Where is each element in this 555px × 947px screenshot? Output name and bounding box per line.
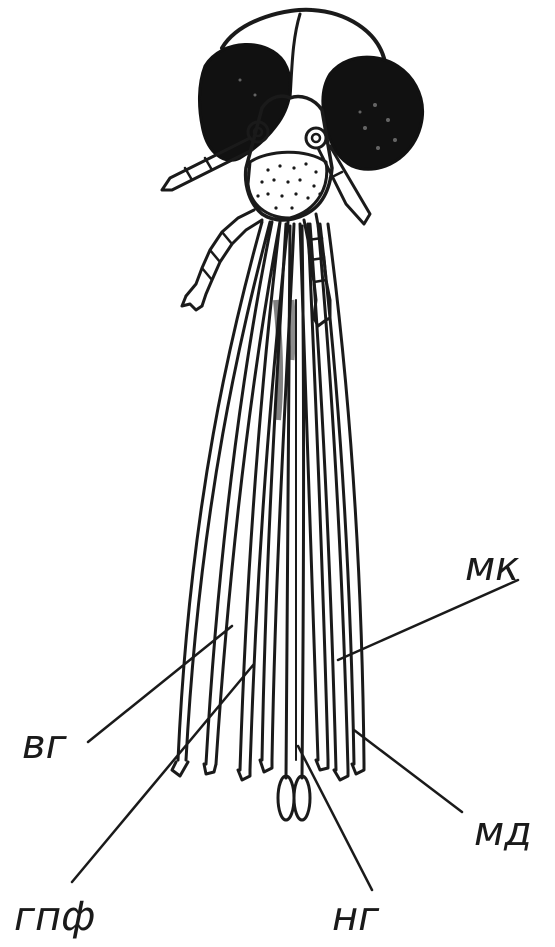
leader-md xyxy=(354,730,462,812)
left-compound-eye xyxy=(199,44,290,160)
clypeus-dots xyxy=(256,162,321,209)
left-palp-tip xyxy=(182,296,202,310)
head xyxy=(199,10,422,220)
labium xyxy=(286,226,290,778)
labellum-right xyxy=(294,776,310,820)
leader-gpf xyxy=(72,664,254,882)
right-compound-eye xyxy=(323,57,423,169)
label-ng: нг xyxy=(332,894,380,940)
leader-mk xyxy=(338,580,518,660)
label-gpf: гпф xyxy=(14,894,95,940)
right-antennal-socket xyxy=(306,128,326,148)
proboscis-stylets xyxy=(172,222,364,820)
label-md: мд xyxy=(474,809,532,855)
label-vg: вг xyxy=(22,722,68,768)
left-palp xyxy=(186,210,254,296)
label-mk: мк xyxy=(465,544,519,590)
labellum-left xyxy=(278,776,294,820)
